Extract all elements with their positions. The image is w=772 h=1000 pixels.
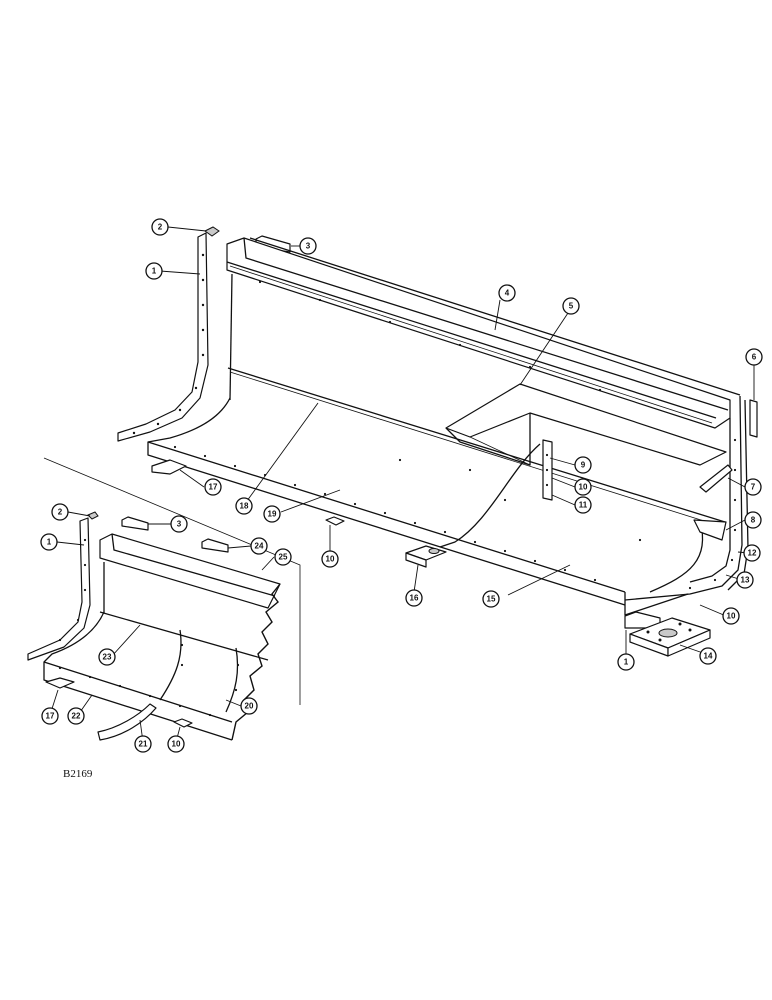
part-6-plate: [749, 399, 758, 438]
part-14-bearing-plate: [629, 617, 711, 657]
callout: 13: [736, 571, 754, 589]
svg-text:17: 17: [46, 712, 55, 721]
callout: 6: [745, 348, 763, 366]
part-1-side-upright: [117, 232, 209, 442]
part-9-support: [542, 439, 553, 501]
svg-text:16: 16: [410, 594, 419, 603]
svg-text:24: 24: [255, 542, 264, 551]
svg-text:20: 20: [245, 702, 254, 711]
callout: 1: [40, 533, 58, 551]
callout: 23: [98, 648, 116, 666]
main-assembly: [117, 226, 758, 657]
svg-text:7: 7: [751, 483, 756, 492]
svg-text:14: 14: [704, 652, 713, 661]
callout: 2: [151, 218, 169, 236]
callout: 25: [274, 548, 292, 566]
svg-text:3: 3: [177, 520, 182, 529]
callout: 14: [699, 647, 717, 665]
callout: 12: [743, 544, 761, 562]
svg-text:6: 6: [752, 353, 757, 362]
svg-text:21: 21: [139, 740, 148, 749]
callout: 17: [204, 478, 222, 496]
figure-id: B2169: [63, 768, 93, 780]
svg-text:2: 2: [158, 223, 163, 232]
callout: 10: [722, 607, 740, 625]
part-16-bracket: [405, 545, 447, 568]
housing-panel: [147, 237, 743, 616]
callout: 11: [574, 496, 592, 514]
part-2-clip: [204, 226, 220, 237]
svg-text:25: 25: [279, 553, 288, 562]
callout: 9: [574, 456, 592, 474]
callout: 10: [321, 550, 339, 568]
svg-text:10: 10: [579, 483, 588, 492]
callout: 21: [134, 735, 152, 753]
svg-text:11: 11: [579, 501, 588, 510]
svg-text:23: 23: [103, 653, 112, 662]
callout: 1: [145, 262, 163, 280]
callout: 10: [574, 478, 592, 496]
callout: 19: [263, 505, 281, 523]
callout: 2: [51, 503, 69, 521]
callout: 3: [299, 237, 317, 255]
callout: 3: [170, 515, 188, 533]
callout: 18: [235, 497, 253, 515]
svg-text:15: 15: [487, 595, 496, 604]
svg-text:10: 10: [172, 740, 181, 749]
callout: 24: [250, 537, 268, 555]
part-7-brace: [699, 464, 733, 493]
svg-text:13: 13: [741, 576, 750, 585]
svg-text:17: 17: [209, 483, 218, 492]
svg-text:19: 19: [268, 510, 277, 519]
callout: 8: [744, 511, 762, 529]
callout: 15: [482, 590, 500, 608]
svg-text:1: 1: [624, 658, 629, 667]
svg-text:10: 10: [326, 555, 335, 564]
callouts-main: 2 1 3 4 5 6 7 8 9 10 11 12 13 10 14 1 15…: [145, 218, 763, 671]
inset-assembly: [27, 511, 281, 741]
part-10-clip-center: [325, 516, 345, 526]
part-8-brace: [693, 519, 727, 541]
svg-text:3: 3: [306, 242, 311, 251]
svg-text:4: 4: [505, 289, 510, 298]
svg-text:5: 5: [569, 302, 574, 311]
part-17-bracket: [151, 459, 187, 475]
part-5-deflector: [445, 383, 727, 466]
floor-rivets: [173, 280, 737, 590]
svg-text:1: 1: [152, 267, 157, 276]
svg-text:10: 10: [727, 612, 736, 621]
callout: 7: [744, 478, 762, 496]
svg-text:1: 1: [47, 538, 52, 547]
svg-text:2: 2: [58, 508, 63, 517]
callout: 1: [617, 653, 635, 671]
svg-text:12: 12: [748, 549, 757, 558]
callout: 17: [41, 707, 59, 725]
part-13-strip: [727, 399, 749, 591]
svg-text:22: 22: [72, 712, 81, 721]
view-separator: [43, 457, 301, 705]
callouts-inset: 2 1 3 24 25 23 17 22 21 10 20: [40, 503, 292, 753]
svg-text:9: 9: [581, 461, 586, 470]
svg-text:18: 18: [240, 502, 249, 511]
callout: 16: [405, 589, 423, 607]
callout: 10: [167, 735, 185, 753]
callout: 4: [498, 284, 516, 302]
svg-text:8: 8: [751, 516, 756, 525]
leader-lines: [49, 226, 755, 743]
callout: 20: [240, 697, 258, 715]
callout: 22: [67, 707, 85, 725]
callout: 5: [562, 297, 580, 315]
